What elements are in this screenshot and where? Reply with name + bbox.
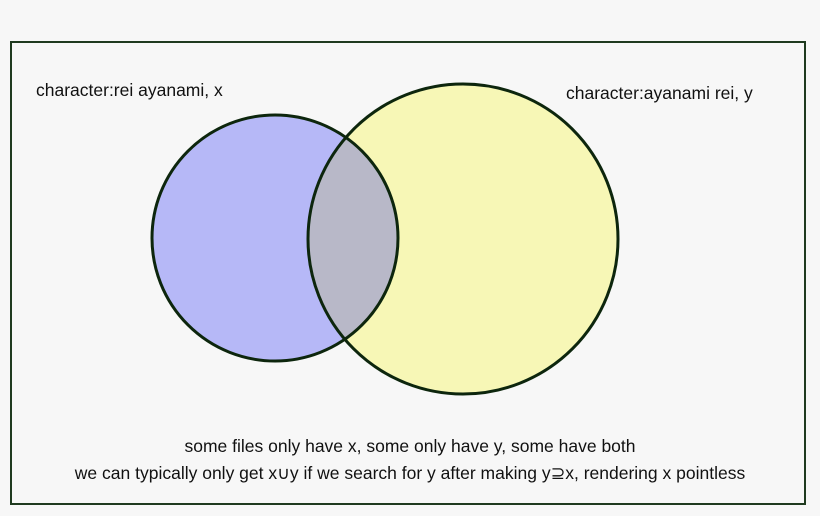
caption-line-1: some files only have x, some only have y… — [184, 436, 636, 456]
set-y-outline — [306, 82, 620, 396]
set-x-outline — [150, 113, 400, 363]
set-y-label: character:ayanami rei, y — [566, 83, 753, 103]
set-y-circle — [308, 84, 618, 394]
caption-line-2: we can typically only get x∪y if we sear… — [74, 463, 746, 483]
set-x-label: character:rei ayanami, x — [36, 80, 223, 100]
